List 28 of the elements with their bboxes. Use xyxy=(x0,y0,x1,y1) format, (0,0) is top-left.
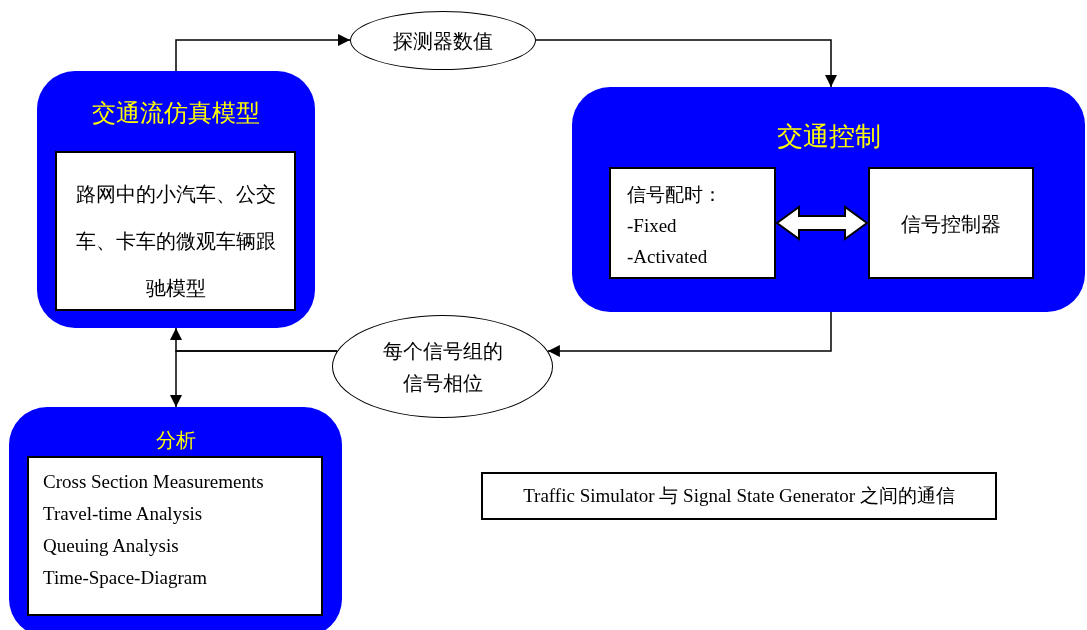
timing-box xyxy=(609,167,776,279)
controller-box xyxy=(868,167,1034,279)
panel-title: 分析 xyxy=(154,428,197,453)
arrow xyxy=(170,350,338,408)
list-item: Time-Space-Diagram xyxy=(43,566,208,590)
panel-title: 交通流仿真模型 xyxy=(91,99,261,128)
double-arrow xyxy=(775,205,869,241)
box-text: -Activated xyxy=(627,245,709,269)
list-item: Travel-time Analysis xyxy=(43,502,204,526)
list-item: Queuing Analysis xyxy=(43,534,180,558)
model-panel xyxy=(37,71,315,328)
analysis-list-box xyxy=(27,456,323,616)
arrow xyxy=(535,39,837,88)
analysis-panel xyxy=(9,407,342,630)
model-description-box xyxy=(55,151,296,311)
note-box xyxy=(481,472,997,520)
box-text: 路网中的小汽车、公交车、卡车的微观车辆跟驰模型 xyxy=(74,182,277,301)
list-item: Cross Section Measurements xyxy=(43,470,265,494)
arrow xyxy=(175,34,351,72)
box-text: 信号配时： xyxy=(627,183,723,207)
arrow xyxy=(547,311,832,357)
box-text: Traffic Simulator 与 Signal State Generator 之间的通信 xyxy=(522,484,956,508)
box-text: -Fixed xyxy=(627,214,678,238)
ellipse-label: 探测器数值 xyxy=(393,28,493,54)
control-panel xyxy=(572,87,1085,312)
panel-title: 交通控制 xyxy=(775,121,882,153)
ellipse-label: 每个信号组的信号相位 xyxy=(381,338,504,396)
box-text: 信号控制器 xyxy=(900,212,1002,237)
